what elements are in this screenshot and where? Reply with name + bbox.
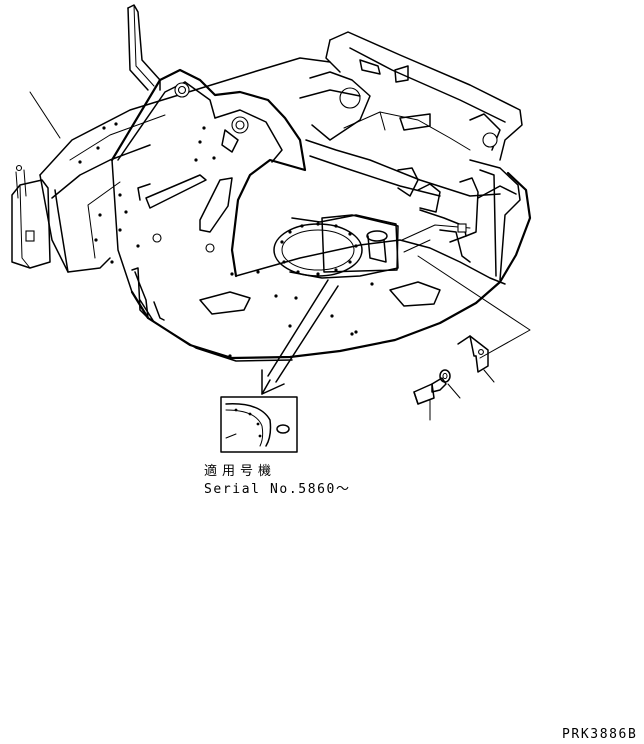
exploded-parts (413, 335, 495, 421)
rear-right-frame (299, 31, 523, 281)
detail-arrow (261, 279, 339, 395)
swing-circle-area (273, 214, 431, 279)
boom-bracket-plates (110, 68, 307, 321)
drawing-code-label: PRK3886B (562, 727, 638, 742)
detail-inset (220, 396, 298, 453)
deck-cutouts (199, 270, 441, 358)
callout-leaders (29, 91, 531, 359)
frame-deck (130, 171, 532, 362)
rear-upright-bracket (127, 4, 161, 91)
left-side-rail (11, 57, 331, 273)
serial-number-caption: Serial No.5860～ (204, 482, 351, 497)
applicable-serial-caption-jp: 適用号機 (204, 464, 277, 479)
